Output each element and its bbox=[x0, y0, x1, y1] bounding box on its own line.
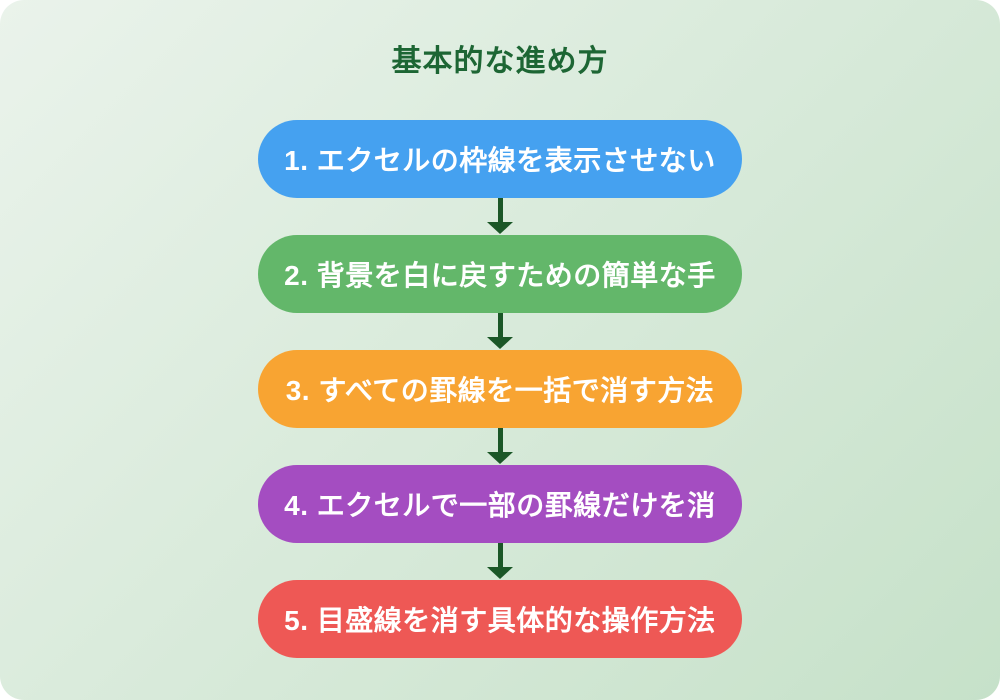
flow-step-label: 2. 背景を白に戻すための簡単な手 bbox=[284, 260, 716, 291]
arrow-down-icon bbox=[487, 428, 513, 465]
flow-step: 1. エクセルの枠線を表示させない bbox=[258, 120, 742, 198]
arrow-head bbox=[487, 452, 513, 464]
flow-step: 3. すべての罫線を一括で消す方法 bbox=[258, 350, 742, 428]
arrow-down-icon bbox=[487, 543, 513, 580]
arrow-down-icon bbox=[487, 198, 513, 235]
arrow-line bbox=[497, 313, 503, 337]
flow-step-label: 4. エクセルで一部の罫線だけを消 bbox=[284, 490, 716, 521]
flow-step-label: 5. 目盛線を消す具体的な操作方法 bbox=[284, 605, 716, 636]
page-title: 基本的な進め方 bbox=[391, 45, 609, 78]
flow-step: 5. 目盛線を消す具体的な操作方法 bbox=[258, 580, 742, 658]
flow-step-label: 3. すべての罫線を一括で消す方法 bbox=[285, 375, 715, 406]
arrow-head bbox=[487, 222, 513, 234]
flow-step: 4. エクセルで一部の罫線だけを消 bbox=[258, 465, 742, 543]
arrow-head bbox=[487, 337, 513, 349]
flow-step-label: 1. エクセルの枠線を表示させない bbox=[284, 145, 716, 176]
flow-step: 2. 背景を白に戻すための簡単な手 bbox=[258, 235, 742, 313]
arrow-down-icon bbox=[487, 313, 513, 350]
arrow-line bbox=[497, 428, 503, 452]
arrow-line bbox=[497, 198, 503, 222]
arrow-head bbox=[487, 567, 513, 579]
arrow-line bbox=[497, 543, 503, 567]
flow-diagram: 1. エクセルの枠線を表示させない 2. 背景を白に戻すための簡単な手 3. す… bbox=[0, 120, 1000, 658]
